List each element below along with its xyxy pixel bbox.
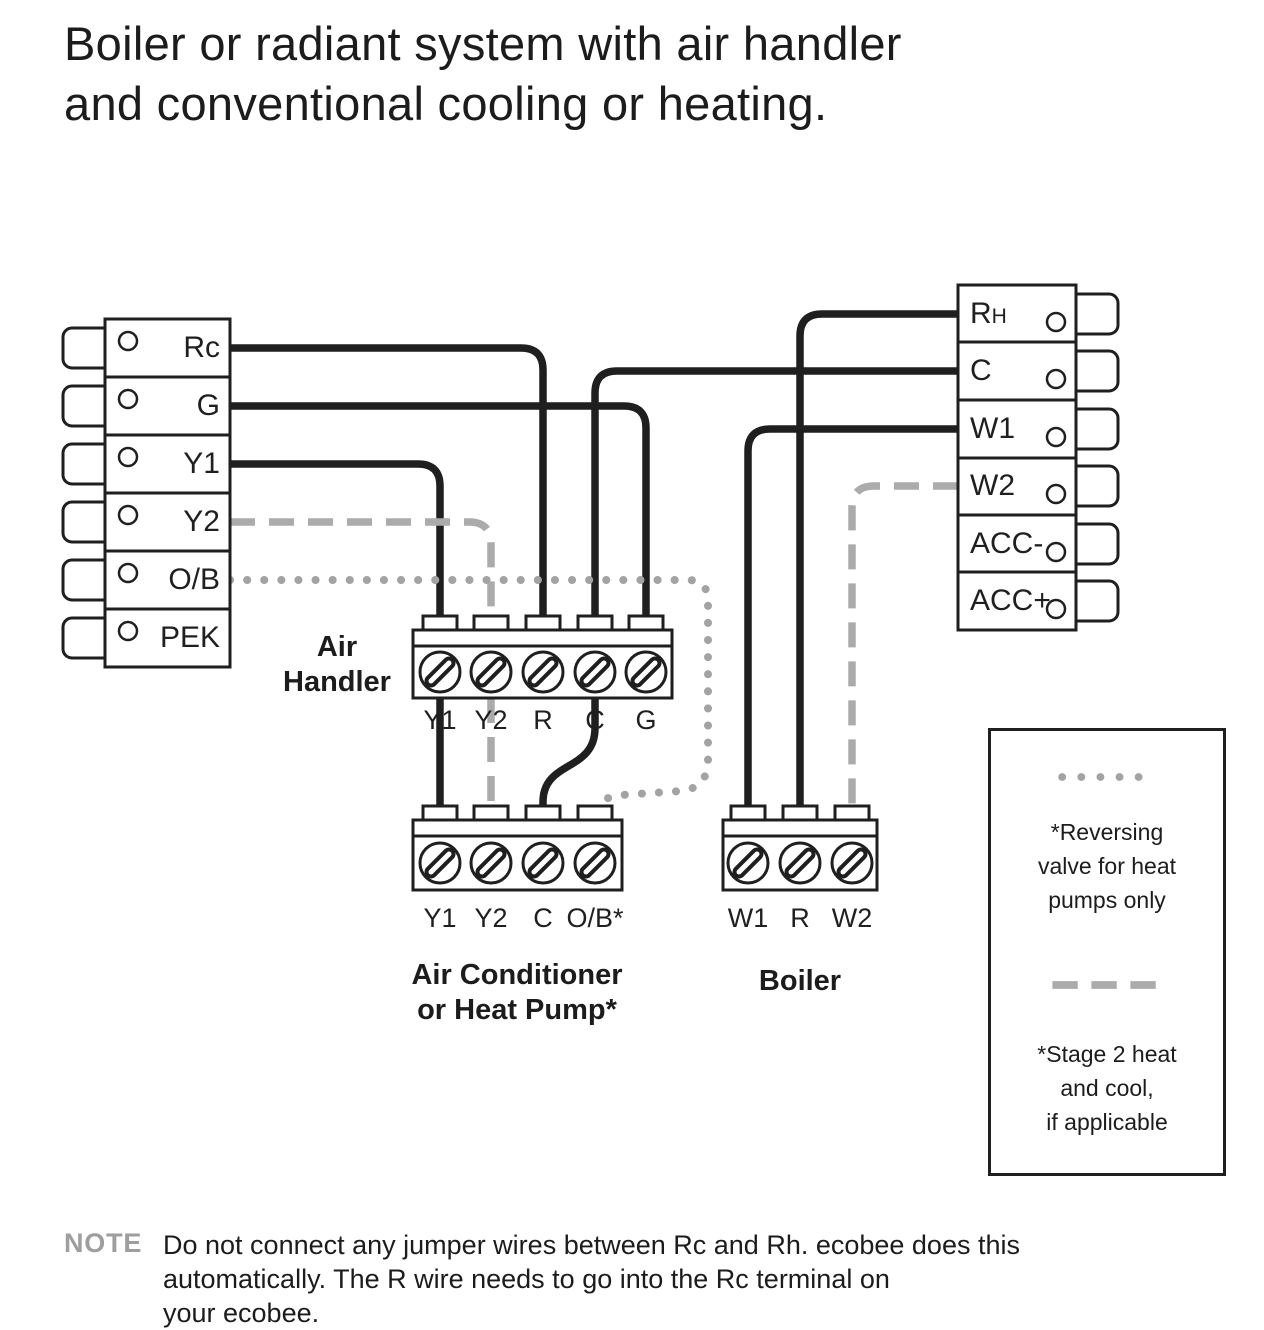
legend-stage2-note: *Stage 2 heat and cool, if applicable: [1037, 1041, 1177, 1135]
air-conditioner-screws: [418, 841, 617, 885]
air-handler-strip-bar: [411, 628, 674, 648]
note-text-line3: your ecobee.: [163, 1298, 320, 1328]
ac-terminal-label-ob: O/B*: [566, 903, 624, 933]
note-text-line1: Do not connect any jumper wires between …: [163, 1230, 1020, 1260]
terminal-hole: [1045, 426, 1067, 448]
air-handler-label-line2: Handler: [283, 666, 391, 698]
terminal-label-c: C: [970, 354, 992, 387]
screw-ah-c: [573, 650, 617, 694]
legend-box: *Reversing valve for heat pumps only *St…: [988, 728, 1226, 1176]
ac-terminal-label-c: C: [533, 903, 553, 933]
thermostat-right-block: [956, 283, 1120, 632]
air-handler-label-line1: Air: [316, 631, 358, 663]
boiler-terminal-label-r: R: [790, 903, 810, 933]
terminal-label-y1: Y1: [183, 447, 220, 480]
terminal-label-rc: Rc: [183, 331, 220, 364]
wire-w2-to-boiler-w2: [848, 482, 958, 810]
boiler-wire-tabs: [729, 804, 871, 823]
left-block-terminal-holes: [117, 330, 139, 642]
terminal-hole: [117, 330, 139, 352]
note-text-line2: automatically. The R wire needs to go in…: [163, 1264, 890, 1294]
dashed-line-sample: [1052, 981, 1162, 989]
terminal-label-pek: PEK: [159, 621, 220, 654]
screw-ac-y2: [469, 841, 513, 885]
wire-air-handler-c-to-ac-c: [539, 694, 599, 814]
wire-c-to-air-handler-c: [591, 367, 962, 624]
terminal-hole: [117, 562, 139, 584]
screw-ah-r: [521, 650, 565, 694]
wire-y2-to-air-handler-y2: [230, 518, 495, 620]
terminal-hole: [1045, 483, 1067, 505]
right-block-dividers: [958, 340, 1076, 574]
screw-ah-g: [624, 650, 668, 694]
terminal-hole: [1045, 311, 1067, 333]
terminal-label-w1: W1: [970, 412, 1015, 445]
ah-terminal-label-c: C: [585, 705, 605, 735]
thermostat-left-block: [61, 317, 232, 669]
air-conditioner-label-line1: Air Conditioner: [411, 959, 623, 991]
wire-ob-to-ac-ob: [226, 576, 712, 816]
wire-rc-to-air-handler-r: [226, 344, 547, 624]
terminal-label-w2: W2: [970, 469, 1015, 502]
boiler-label: Boiler: [758, 965, 842, 997]
wire-rh-to-boiler-r: [796, 310, 962, 814]
screw-ac-y1: [418, 841, 462, 885]
page-title: Boiler or radiant system with air handle…: [64, 14, 902, 134]
ah-terminal-label-r: R: [533, 705, 553, 735]
ac-terminal-label-y1: Y1: [423, 903, 457, 933]
terminal-hole: [1045, 598, 1067, 620]
left-block-dividers: [105, 375, 230, 611]
boiler-strip-bar: [721, 818, 879, 838]
ah-terminal-label-y1: Y1: [423, 705, 457, 735]
ac-terminal-label-y2: Y2: [474, 903, 508, 933]
boiler-terminal-label-w2: W2: [831, 903, 873, 933]
dotted-line-sample: [1058, 773, 1153, 781]
boiler-terminal-label-w1: W1: [727, 903, 769, 933]
air-conditioner-label-line2: or Heat Pump*: [417, 994, 617, 1026]
screw-ah-y1: [418, 650, 462, 694]
terminal-label-acc-plus: ACC+: [970, 584, 1051, 617]
terminal-hole: [1045, 368, 1067, 390]
wires-solid: [226, 310, 962, 814]
wire-y1-to-air-handler-y1: [226, 460, 444, 624]
terminal-label-rh: Rh: [970, 297, 1007, 330]
wire-w1-to-boiler-w1: [744, 425, 962, 814]
air-conditioner-strip-bar: [411, 818, 624, 838]
page-title-line1: Boiler or radiant system with air handle…: [64, 17, 902, 70]
screw-ah-y2: [469, 650, 513, 694]
screw-ac-ob: [573, 841, 617, 885]
legend-reversing-valve-note: *Reversing valve for heat pumps only: [1037, 819, 1177, 913]
air-conditioner-label: Air Conditioner or Heat Pump*: [380, 958, 654, 1028]
terminal-hole: [117, 446, 139, 468]
terminal-label-acc-minus: ACC-: [970, 527, 1044, 560]
wire-g-to-air-handler-g: [226, 402, 650, 624]
terminal-hole: [117, 620, 139, 642]
note-label: NOTE: [64, 1228, 143, 1258]
ah-terminal-label-y2: Y2: [474, 705, 508, 735]
air-handler-screws: [418, 650, 668, 694]
wires-dotted-reversing-valve: [226, 576, 712, 816]
ah-terminal-label-g: G: [635, 705, 657, 735]
terminal-label-y2: Y2: [183, 505, 220, 538]
air-handler-label: Air Handler: [257, 630, 417, 700]
terminal-label-g: G: [196, 389, 220, 422]
screw-ac-c: [521, 841, 565, 885]
terminal-hole: [1045, 541, 1067, 563]
right-block-terminal-holes: [1045, 311, 1067, 620]
screw-boiler-w2: [830, 841, 874, 885]
screw-boiler-r: [778, 841, 822, 885]
page-title-line2: and conventional cooling or heating.: [64, 77, 828, 130]
terminal-hole: [117, 388, 139, 410]
terminal-hole: [117, 504, 139, 526]
terminal-label-ob: O/B: [168, 563, 220, 596]
screw-boiler-w1: [726, 841, 770, 885]
boiler-screws: [726, 841, 874, 885]
wires-dashed-stage2: [230, 482, 958, 810]
